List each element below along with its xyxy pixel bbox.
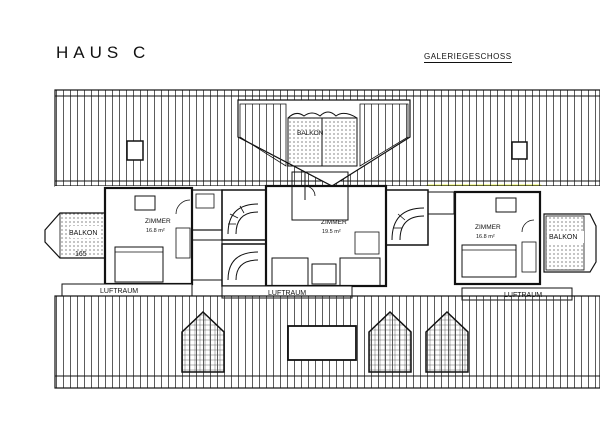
balkon-left-label: BALKON	[69, 230, 97, 237]
luftraum-left-label: LUFTRAUM	[100, 288, 138, 295]
balkon-top-label: BALKON	[297, 130, 324, 137]
roof-window-left	[126, 140, 144, 161]
plan-title: HAUS C	[56, 43, 151, 62]
lower-roof	[54, 295, 600, 389]
roof-window-right	[511, 141, 528, 160]
balkon-right-label: BALKON	[549, 234, 577, 241]
luftraum-right-label: LUFTRAUM	[504, 292, 542, 299]
left-room-name: ZIMMER	[145, 218, 171, 225]
center-gable	[237, 99, 411, 187]
center-room-area: 19.5 m²	[322, 229, 341, 235]
right-room-area: 16.8 m²	[476, 234, 495, 240]
luftraum-center-label: LUFTRAUM	[268, 290, 306, 297]
dimension-left-label: 165	[75, 251, 87, 258]
left-room-area: 16.8 m²	[146, 228, 165, 234]
gallery-floor	[44, 171, 600, 301]
center-room-name: ZIMMER	[321, 219, 347, 226]
right-room-name: ZIMMER	[475, 224, 501, 231]
floor-subtitle: GALERIEGESCHOSS	[424, 52, 512, 63]
